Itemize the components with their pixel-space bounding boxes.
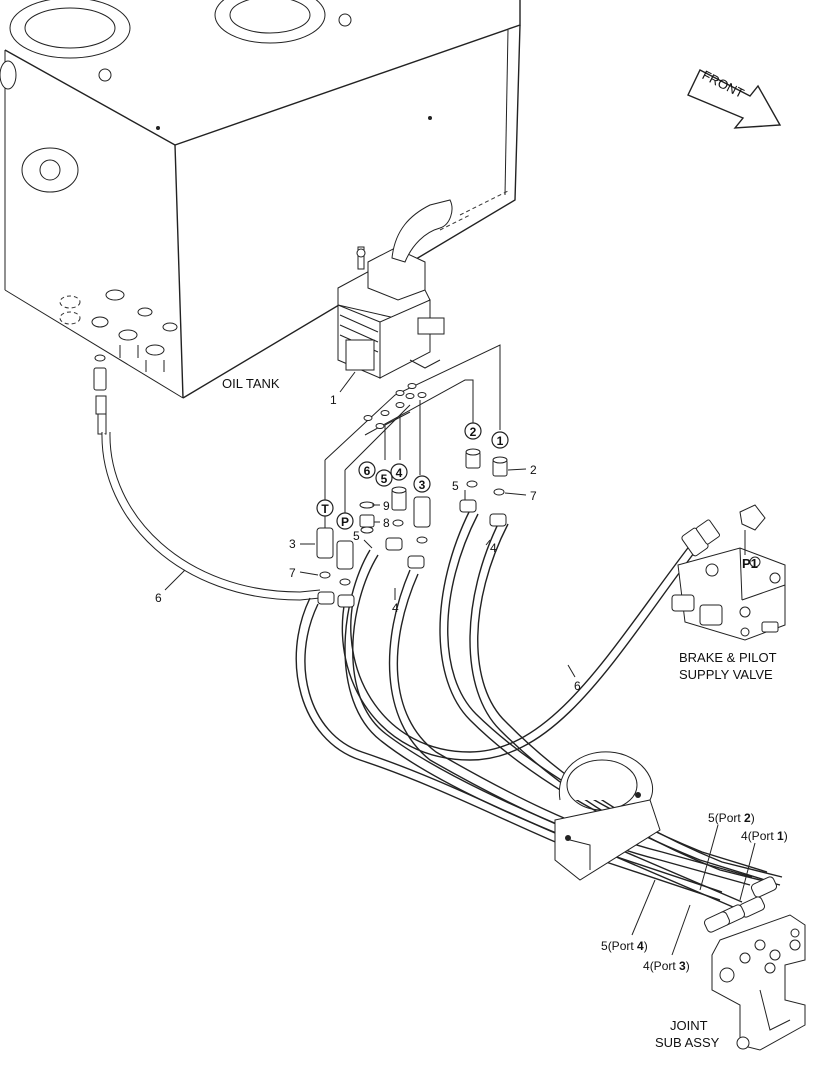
port-marker-P: P [336, 512, 354, 530]
port-marker-6: 6 [358, 461, 376, 479]
port-marker-1: 1 [491, 431, 509, 449]
hose-clamp-bracket [554, 751, 661, 881]
part-number-3: 3 [289, 537, 296, 551]
svg-text:T: T [321, 502, 329, 516]
port-callouts: 5(Port 2) 4(Port 1) 5(Port 4) 4(Port 3) [601, 811, 788, 973]
port-p1-label: P1 [742, 556, 758, 571]
svg-text:P: P [341, 515, 349, 529]
svg-text:4: 4 [396, 466, 403, 480]
svg-text:5: 5 [381, 472, 388, 486]
part-number-9: 9 [383, 499, 390, 513]
part-number-8: 8 [383, 516, 390, 530]
part-number-2: 2 [530, 463, 537, 477]
port-callout-5-port-4: 5(Port 4) [601, 939, 648, 953]
port-callout-5-port-2: 5(Port 2) [708, 811, 755, 825]
pilot-joystick-valve: 1 [330, 199, 453, 407]
part-number-7-right: 7 [530, 489, 537, 503]
part-number-1: 1 [330, 393, 337, 407]
port-marker-T: T [316, 499, 334, 517]
port-marker-3: 3 [413, 475, 431, 493]
svg-text:3: 3 [419, 478, 426, 492]
part-number-6-right: 6 [574, 679, 581, 693]
tank-bottom-fittings [59, 289, 178, 372]
front-label: FRONT [700, 67, 747, 101]
brake-valve-label-line1: BRAKE & PILOT [679, 650, 777, 665]
brake-pilot-supply-valve: P1 BRAKE & PILOT SUPPLY VALVE [671, 504, 786, 682]
oil-tank: OIL TANK [0, 0, 521, 399]
part-number-5-right: 5 [452, 479, 459, 493]
joint-label-line2: SUB ASSY [655, 1035, 720, 1050]
fittings [93, 354, 508, 586]
joint-label-line1: JOINT [670, 1018, 708, 1033]
oil-tank-label: OIL TANK [222, 376, 280, 391]
svg-text:1: 1 [497, 434, 504, 448]
port-callout-4-port-1: 4(Port 1) [741, 829, 788, 843]
port-markers: T P 1 2 3 4 5 6 [316, 422, 509, 530]
leader-lines [324, 344, 501, 535]
brake-valve-label-line2: SUPPLY VALVE [679, 667, 773, 682]
part-number-7-left: 7 [289, 566, 296, 580]
part-number-callouts: 2 7 5 4 9 8 3 7 5 4 6 6 [155, 463, 581, 693]
part-number-6-left: 6 [155, 591, 162, 605]
port-callout-4-port-3: 4(Port 3) [643, 959, 690, 973]
port-marker-4: 4 [390, 463, 408, 481]
part-number-4-mid: 4 [392, 601, 399, 615]
svg-text:6: 6 [364, 464, 371, 478]
port-marker-2: 2 [464, 422, 482, 440]
hoses [101, 431, 783, 911]
svg-text:2: 2 [470, 425, 477, 439]
part-number-5-left: 5 [353, 529, 360, 543]
part-number-4-right: 4 [490, 541, 497, 555]
front-arrow: FRONT [687, 67, 782, 129]
joint-sub-assy: JOINT SUB ASSY [655, 876, 806, 1051]
port-marker-5: 5 [375, 469, 393, 487]
